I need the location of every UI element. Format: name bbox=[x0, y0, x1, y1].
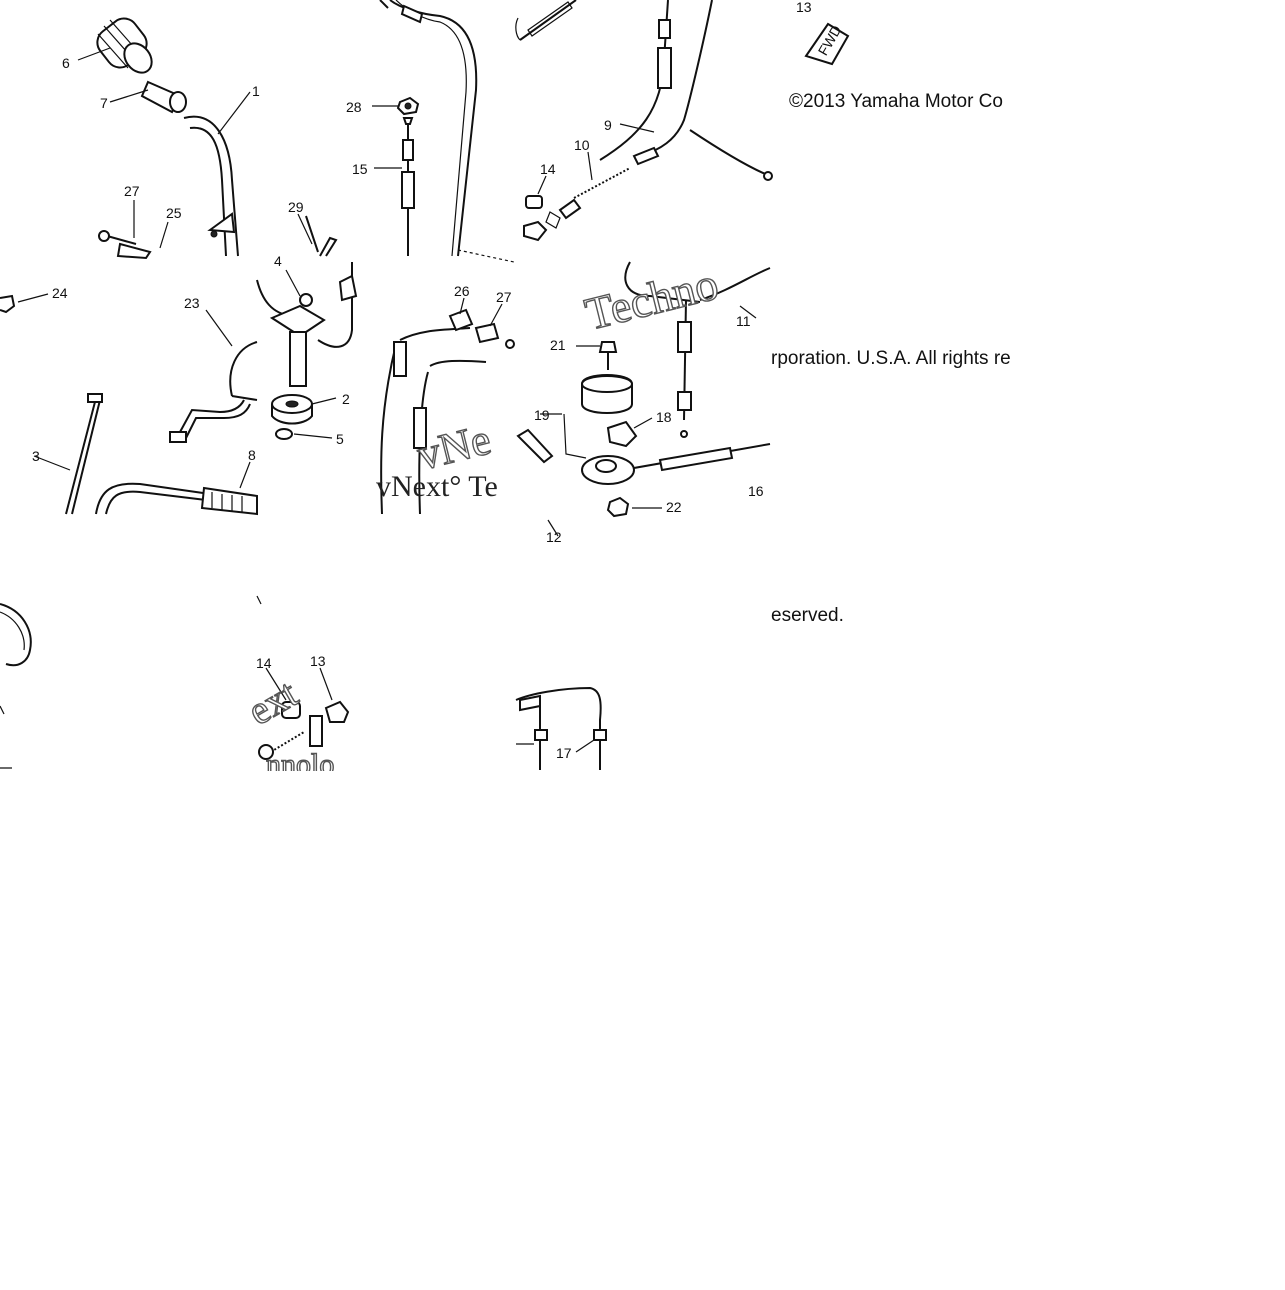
callout-22: 22 bbox=[666, 499, 682, 515]
callout-5: 5 bbox=[336, 431, 344, 447]
callout-24: 24 bbox=[52, 285, 68, 301]
watermark-vnext: vNext° Te bbox=[376, 470, 498, 503]
callout-13-bottom: 13 bbox=[310, 653, 326, 669]
tile-top-left: 6 7 1 27 25 bbox=[62, 17, 260, 260]
copyright-line-1: ©2013 Yamaha Motor Co bbox=[789, 91, 1003, 112]
callout-17: 17 bbox=[556, 745, 572, 761]
callout-11: 11 bbox=[736, 313, 751, 329]
callout-7: 7 bbox=[100, 95, 108, 111]
callout-10: 10 bbox=[574, 137, 590, 153]
bushing-part bbox=[271, 394, 313, 425]
callout-15: 15 bbox=[352, 161, 368, 177]
callout-8: 8 bbox=[248, 447, 256, 463]
switch-housing-part bbox=[516, 428, 771, 485]
spring-lower-part bbox=[258, 731, 305, 760]
tile-mid-center: 4 2 5 26 27 bbox=[256, 253, 515, 515]
watermark-techno: Techno bbox=[580, 258, 723, 340]
tile-top-middle: 28 15 29 bbox=[288, 0, 515, 263]
callout-28: 28 bbox=[346, 99, 362, 115]
callout-13-top: 13 bbox=[796, 0, 812, 15]
tile-bottom-center: 14 13 bbox=[256, 595, 350, 760]
throttle-sleeve-part bbox=[140, 80, 187, 114]
copyright-line-3: eserved. bbox=[771, 605, 844, 626]
callout-3: 3 bbox=[32, 448, 40, 464]
callout-27-mid: 27 bbox=[496, 289, 512, 305]
callout-26: 26 bbox=[454, 283, 470, 299]
nut-part bbox=[396, 96, 420, 116]
handlebar-part bbox=[183, 115, 239, 257]
watermark-ext: ext bbox=[240, 670, 305, 733]
cap-part bbox=[581, 374, 633, 414]
callout-12: 12 bbox=[546, 529, 562, 545]
tile-bottom-left bbox=[0, 603, 32, 769]
bracket-part bbox=[269, 293, 326, 387]
screw-part bbox=[598, 341, 618, 370]
copyright-line-2: rporation. U.S.A. All rights re bbox=[771, 348, 1011, 369]
callout-16: 16 bbox=[748, 483, 764, 499]
callout-18: 18 bbox=[656, 409, 672, 425]
callout-14-bottom: 14 bbox=[256, 655, 272, 671]
callout-25: 25 bbox=[166, 205, 182, 221]
spring-part bbox=[558, 167, 631, 220]
callout-1: 1 bbox=[252, 83, 260, 99]
callout-2: 2 bbox=[342, 391, 350, 407]
tile-mid-left: 24 23 3 8 bbox=[0, 285, 258, 516]
tile-mid-right: 21 11 19 18 22 16 bbox=[516, 261, 771, 518]
cable-part bbox=[401, 117, 415, 256]
callout-14-top: 14 bbox=[540, 161, 556, 177]
callout-19: 19 bbox=[534, 407, 550, 423]
callout-4: 4 bbox=[274, 253, 282, 269]
deflector-part bbox=[169, 341, 258, 443]
rod-part bbox=[65, 393, 103, 515]
callout-27-top: 27 bbox=[124, 183, 140, 199]
grip-part bbox=[96, 17, 153, 74]
callout-23: 23 bbox=[184, 295, 200, 311]
callout-29: 29 bbox=[288, 199, 304, 215]
callout-9: 9 bbox=[604, 117, 612, 133]
callout-6: 6 bbox=[62, 55, 70, 71]
tile-top-right: 9 10 14 bbox=[515, 0, 773, 242]
fwd-arrow-icon: FWD 13 bbox=[796, 0, 850, 66]
pivot-bolt-part bbox=[98, 230, 152, 260]
tile-bottom-right: 17 12 bbox=[515, 519, 607, 770]
callout-21: 21 bbox=[550, 337, 566, 353]
